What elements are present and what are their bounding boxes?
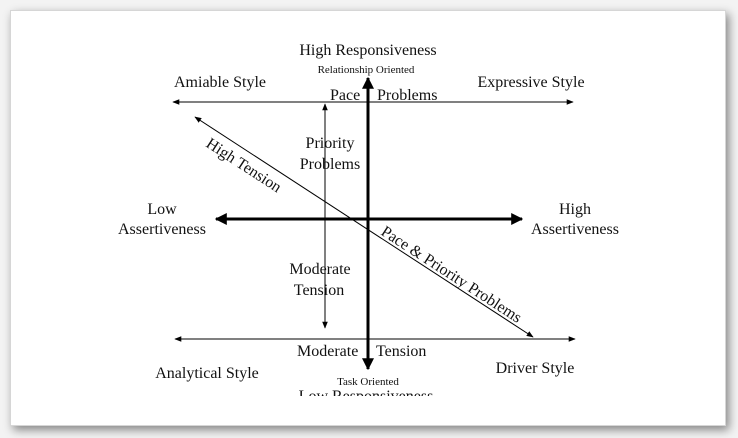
problems-label: Problems: [377, 87, 437, 104]
analytical-style-label: Analytical Style: [155, 365, 259, 382]
high-responsiveness-label: High Responsiveness: [299, 42, 436, 59]
task-oriented-label: Task Oriented: [337, 376, 399, 388]
moderate-tension-label: Tension: [294, 282, 344, 299]
low-label: Low: [147, 201, 177, 218]
relationship-oriented-label: Relationship Oriented: [318, 64, 415, 76]
driver-style-label: Driver Style: [496, 360, 575, 377]
pace-label: Pace: [330, 87, 360, 104]
expressive-style-label: Expressive Style: [477, 74, 584, 91]
low-responsiveness-label: Low Responsiveness: [299, 388, 434, 405]
tension-bottom-label: Tension: [376, 343, 426, 360]
moderate-label: Moderate: [289, 261, 350, 278]
pace-priority-problems-label: Pace & Priority Problems: [378, 223, 525, 327]
high-assertiveness-label: Assertiveness: [531, 221, 619, 238]
high-tension-label: High Tension: [203, 135, 285, 196]
priority-label: Priority: [306, 135, 355, 152]
priority-problems-label: Problems: [300, 156, 360, 173]
low-assertiveness-label: Assertiveness: [118, 221, 206, 238]
moderate-bottom-label: Moderate: [297, 343, 358, 360]
high-label: High: [559, 201, 591, 218]
amiable-style-label: Amiable Style: [174, 74, 266, 91]
